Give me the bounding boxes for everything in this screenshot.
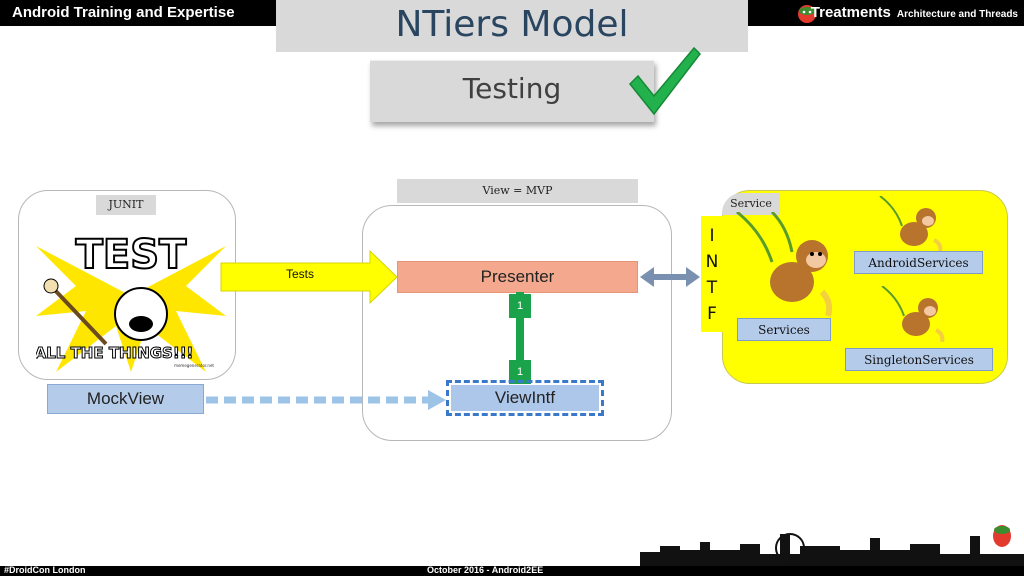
singleton-services-box: SingletonServices — [845, 348, 993, 371]
intf-letter-t: T — [706, 278, 718, 298]
viewintf-box: ViewIntf — [451, 385, 599, 411]
mockview-box: MockView — [47, 384, 204, 414]
checkmark-icon — [628, 46, 701, 116]
service-tag: Service — [722, 193, 780, 215]
monkey-bottom-icon — [881, 286, 945, 342]
viewintf-dashed-frame — [446, 380, 604, 416]
presenter-box: Presenter — [397, 261, 638, 293]
title-band — [276, 0, 748, 52]
mvp-tag: View = MVP — [397, 179, 638, 203]
services-box: Services — [737, 318, 831, 341]
footer-middle-text: October 2016 - Android2EE — [427, 565, 544, 575]
footer-left-text: #DroidCon London — [4, 565, 86, 575]
footer-bar — [0, 566, 1024, 576]
intf-letter-n: N — [705, 252, 719, 272]
slide-title: NTiers Model — [395, 4, 629, 45]
multiplicity-top: 1 — [509, 294, 531, 318]
presenter-viewintf-link — [516, 292, 524, 384]
tests-arrow-label: Tests — [286, 267, 315, 281]
intf-letter-f: F — [707, 304, 717, 324]
junit-tag: JUNIT — [96, 195, 156, 215]
monkey-top-icon — [879, 196, 943, 252]
test-all-the-things-image: TEST ALL THE THINGS!!! memegenerator.net — [36, 231, 226, 372]
presenter-intf-arrow — [640, 267, 700, 287]
header-left-title: Android Training and Expertise — [12, 4, 235, 21]
tests-arrow — [220, 249, 398, 305]
header-right: Treatments Architecture and Threads — [811, 4, 1018, 21]
monkey-large-icon — [736, 212, 833, 317]
intf-letter-i: I — [709, 226, 715, 246]
test-image-top-text: TEST — [76, 232, 187, 278]
intf-column — [701, 216, 723, 332]
test-image-credit: memegenerator.net — [174, 363, 214, 368]
test-image-bottom-text: ALL THE THINGS!!! — [36, 344, 193, 362]
header-right-subtitle: Architecture and Threads — [896, 9, 1018, 20]
testing-box — [370, 60, 654, 122]
tomato-logo-icon — [798, 5, 816, 23]
london-skyline-icon — [640, 525, 1024, 568]
header-right-title: Treatments — [810, 4, 891, 21]
testing-label: Testing — [462, 72, 562, 105]
multiplicity-bottom: 1 — [509, 360, 531, 384]
android-services-box: AndroidServices — [854, 251, 983, 274]
